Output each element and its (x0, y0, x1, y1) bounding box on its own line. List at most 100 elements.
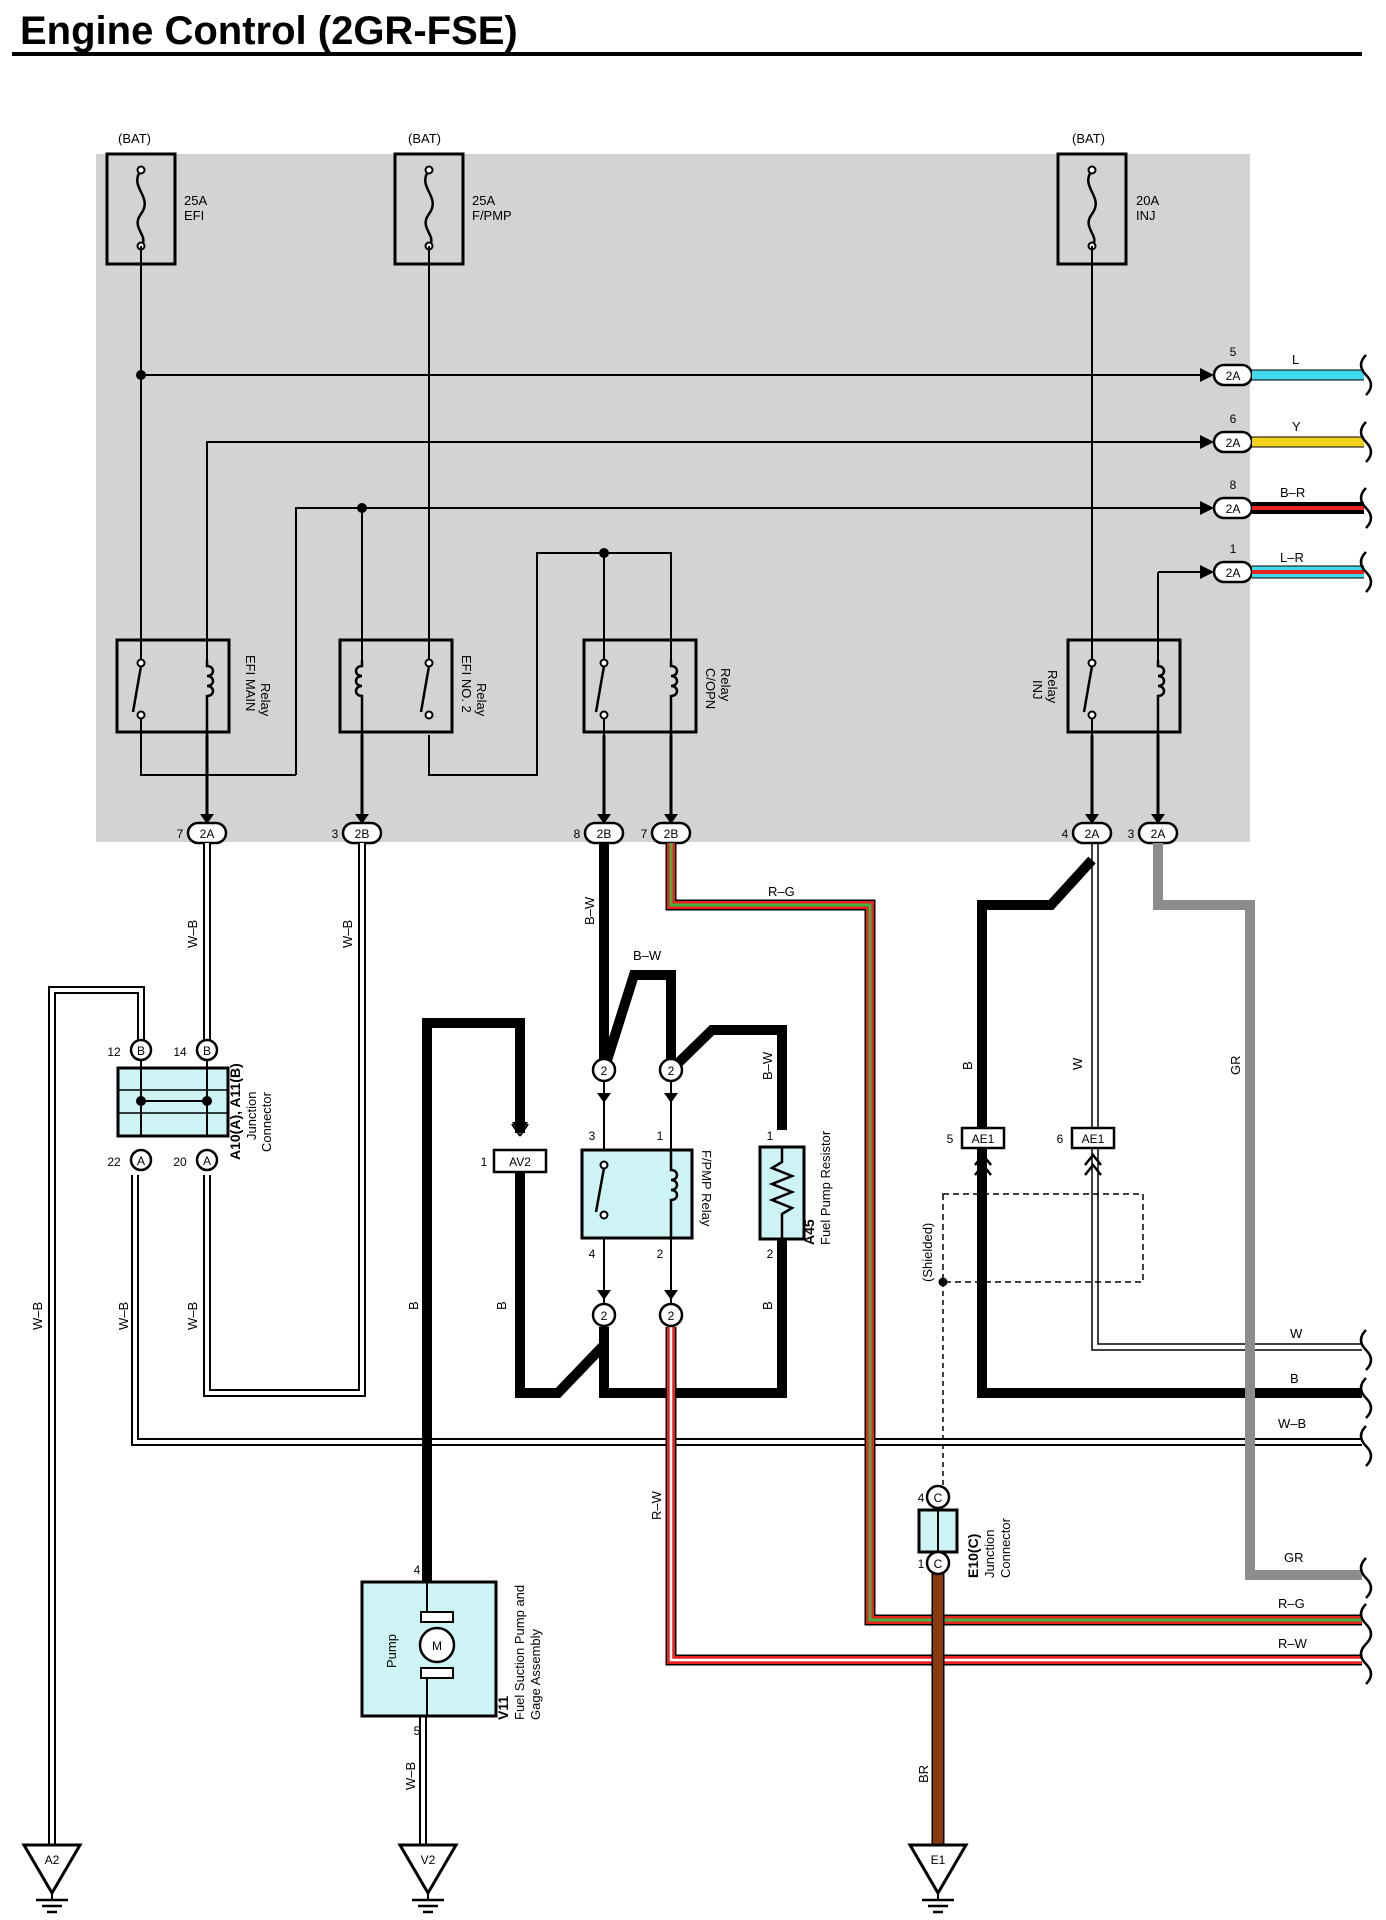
svg-text:2A: 2A (1226, 369, 1241, 383)
svg-text:Connector: Connector (998, 1517, 1013, 1578)
svg-text:2A: 2A (1226, 436, 1241, 450)
splice-dot (357, 503, 367, 513)
fuse-fpmp-source: (BAT) (408, 131, 441, 146)
a45-name: Fuel Pump Resistor (818, 1130, 833, 1245)
svg-text:3: 3 (589, 1129, 596, 1143)
svg-text:Fuel Suction Pump and: Fuel Suction Pump and (512, 1585, 527, 1720)
connector-av2: AV2 1 (481, 1122, 548, 1174)
fuse-efi-rating: 25A (184, 193, 207, 208)
svg-text:14: 14 (173, 1045, 187, 1059)
svg-text:Y: Y (1292, 419, 1301, 434)
svg-text:B–R: B–R (1280, 485, 1305, 500)
relay-c-opn: C/OPN Relay (582, 638, 733, 735)
svg-text:AV2: AV2 (509, 1155, 531, 1169)
svg-text:7: 7 (641, 827, 648, 841)
wire-label-bw-1: B–W (582, 896, 597, 925)
wire-label-br: BR (916, 1765, 931, 1783)
wire-b-group (422, 843, 1362, 1582)
svg-text:C: C (934, 1491, 943, 1505)
wire-break-icon (1359, 551, 1373, 593)
svg-text:B: B (203, 1044, 211, 1058)
svg-text:22: 22 (107, 1155, 121, 1169)
svg-text:C: C (934, 1557, 943, 1571)
page-title: Engine Control (2GR-FSE) (20, 9, 518, 53)
svg-text:V2: V2 (421, 1853, 436, 1867)
wire-label-rw: R–W (649, 1490, 664, 1520)
svg-text:A: A (203, 1154, 211, 1168)
svg-text:1: 1 (1230, 542, 1237, 556)
svg-text:1: 1 (767, 1129, 774, 1143)
relay-efi-no2-label2: Relay (474, 683, 489, 717)
svg-text:A2: A2 (45, 1853, 60, 1867)
svg-text:7: 7 (177, 827, 184, 841)
relay-fpmp: 2 2 3 1 4 2 F/PMP Relay 2 2 (580, 1057, 714, 1328)
splice-dot (136, 370, 146, 380)
svg-text:A: A (137, 1154, 145, 1168)
svg-text:5: 5 (1230, 345, 1237, 359)
wire-label-bw-3: B–W (760, 1051, 775, 1080)
wire-label-b-pump: B (406, 1301, 421, 1310)
svg-text:B: B (137, 1044, 145, 1058)
svg-text:Connector: Connector (259, 1091, 274, 1152)
wire-break-icon (1359, 354, 1373, 396)
svg-text:AE1: AE1 (1082, 1132, 1105, 1146)
fuse-inj-icon (1087, 169, 1097, 247)
wire-gr (1153, 843, 1362, 1580)
fuse-fpmp-rating: 25A (472, 193, 495, 208)
block-connector-7-2b: 2B 7 (641, 821, 692, 845)
svg-text:4: 4 (1062, 827, 1069, 841)
svg-text:6: 6 (1230, 412, 1237, 426)
svg-text:AE1: AE1 (972, 1132, 995, 1146)
relay-efi-main: EFI MAIN Relay (115, 638, 273, 735)
svg-text:2A: 2A (1085, 827, 1100, 841)
right-output-lr: 2A 1 L–R (1200, 542, 1373, 593)
relay-efi-main-label1: EFI MAIN (243, 655, 258, 711)
fuse-efi-name: EFI (184, 208, 204, 223)
wire-label-bw-2: B–W (633, 948, 662, 963)
junction-connector-e10: C 4 C 1 E10(C) Junction Connector (917, 1484, 1013, 1578)
wire-label-gr: GR (1228, 1056, 1243, 1076)
fuse-fpmp-name: F/PMP (472, 208, 512, 223)
resistor-icon (768, 1147, 796, 1239)
svg-text:2A: 2A (1226, 502, 1241, 516)
wire-rg (665, 843, 1362, 1626)
svg-text:L: L (1292, 352, 1299, 367)
right-output-l: 2A 5 L (1200, 345, 1373, 396)
fuse-fpmp-icon (424, 169, 434, 247)
svg-text:Junction: Junction (244, 1092, 259, 1140)
a45-id: A45 (801, 1219, 817, 1245)
wire-label-b-ae1: B (960, 1061, 975, 1070)
svg-text:E1: E1 (931, 1853, 946, 1867)
svg-text:2B: 2B (664, 827, 679, 841)
internal-wiring (140, 246, 1200, 776)
svg-text:20: 20 (173, 1155, 187, 1169)
svg-text:4: 4 (918, 1491, 925, 1505)
edge-label-rw: R–W (1278, 1636, 1308, 1651)
relay-inj-label2: Relay (1045, 670, 1060, 704)
junction-a10-title: A10(A), A11(B) (227, 1063, 243, 1160)
relay-c-opn-label2: Relay (718, 668, 733, 702)
svg-text:8: 8 (1230, 478, 1237, 492)
svg-text:M: M (432, 1639, 442, 1653)
fuse-inj-source: (BAT) (1072, 131, 1105, 146)
right-edge-labels: W B W–B GR R–G R–W (1278, 1326, 1308, 1651)
fuse-inj-name: INJ (1136, 208, 1156, 223)
wire-break-icon (1359, 487, 1373, 529)
fuse-efi-source: (BAT) (118, 131, 151, 146)
relay-fpmp-label: F/PMP Relay (699, 1150, 714, 1227)
edge-label-gr: GR (1284, 1550, 1304, 1565)
edge-label-w: W (1290, 1326, 1303, 1341)
block-connector-7-2a-left: 2A 7 (177, 821, 228, 845)
svg-text:3: 3 (1128, 827, 1135, 841)
wire-label-wb-v2: W–B (403, 1762, 418, 1790)
relay-efi-no2-label1: EFI NO. 2 (459, 655, 474, 713)
edge-label-b: B (1290, 1371, 1299, 1386)
svg-text:6: 6 (1057, 1132, 1064, 1146)
svg-text:5: 5 (947, 1132, 954, 1146)
svg-text:2: 2 (657, 1247, 664, 1261)
wire-label-b-mid1: B (494, 1301, 509, 1310)
fuse-inj-rating: 20A (1136, 193, 1159, 208)
motor-icon (418, 1626, 456, 1664)
shielded-label: (Shielded) (920, 1223, 935, 1282)
